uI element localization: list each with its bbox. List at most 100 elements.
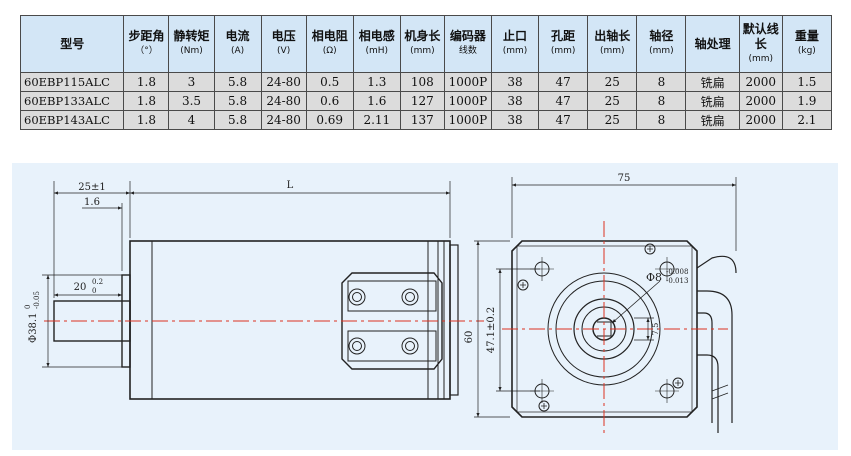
column-header: 轴处理 (685, 15, 740, 73)
table-cell: 2000 (738, 91, 783, 111)
side-view-labels: 25±1 1.6 L 20 0.2 0 Φ38.1 0 -0.05 (24, 180, 294, 343)
table-cell: 1.8 (123, 91, 170, 111)
table-cell: 铣扁 (685, 110, 740, 130)
column-header: 相电阻(Ω) (305, 15, 354, 73)
column-header-unit: (A) (230, 46, 245, 56)
dim-flat-length: 20 (74, 282, 87, 293)
column-header: 步距角 （°） (123, 15, 170, 73)
table-cell: 24-80 (260, 91, 307, 111)
table-cell: 38 (490, 110, 540, 130)
column-header-label: 机身长 (404, 29, 441, 43)
front-view-labels: 75 60 47.1±0.2 Φ8 -0.008 -0.013 7.5 (464, 173, 688, 353)
table-cell: 25 (587, 91, 638, 111)
dim-flat-tol-lower: 0 (92, 287, 96, 295)
column-header-label: 出轴长 (594, 29, 631, 43)
column-header: 重量 (kg) (781, 15, 833, 73)
column-header: 电流(A) (213, 15, 262, 73)
column-header-label: 默认线长 (742, 21, 779, 51)
dim-shaft-tol-upper: -0.008 (666, 268, 688, 276)
table-cell: 1.6 (352, 91, 401, 111)
table-cell: 1.9 (781, 91, 833, 111)
column-header: 静转矩 (Nm) (168, 15, 215, 73)
column-header-unit: (Ω) (322, 46, 337, 56)
front-flange (511, 240, 698, 418)
table-cell: 137 (399, 110, 445, 130)
column-header: 相电感 (mH) (352, 15, 401, 73)
column-header-label: 静转矩 (173, 29, 210, 43)
table-cell: 3.5 (168, 91, 215, 111)
column-header-unit: (kg) (797, 46, 816, 56)
motor-drawing-svg: 25±1 1.6 L 20 0.2 0 Φ38.1 0 -0.05 (24, 173, 737, 435)
column-header-label: 步距角 (128, 29, 165, 43)
column-header: 止口 (mm) (490, 15, 540, 73)
dim-height: 60 (464, 331, 475, 344)
table-cell: 5.8 (213, 72, 262, 92)
column-header: 编码器线数 (443, 15, 492, 73)
table-cell: 2000 (738, 110, 783, 130)
table-cell: 5.8 (213, 91, 262, 111)
table-header-row: 型号 步距角 （°） 静转矩 (Nm) 电流(A) 电压 (V) 相电阻(Ω) 相电感 (mH) 机身… (19, 15, 833, 73)
table-cell: 1000P (443, 91, 492, 111)
column-header-unit: (mm) (748, 53, 773, 64)
column-header-label: 重量 (794, 29, 819, 43)
table-cell: 3 (168, 72, 215, 92)
table-cell: 25 (587, 110, 638, 130)
column-header-label: 止口 (503, 29, 528, 43)
table-cell: 1000P (443, 110, 492, 130)
table-cell: 铣扁 (685, 72, 740, 92)
table-cell: 1.8 (123, 72, 170, 92)
spec-table: 型号 步距角 （°） 静转矩 (Nm) 电流(A) 电压 (V) 相电阻(Ω) 相电感 (mH) 机身… (19, 15, 833, 130)
table-cell: 1.3 (352, 72, 401, 92)
dim-pilot-dia: Φ38.1 (28, 313, 39, 343)
column-header-unit: 线数 (458, 46, 477, 56)
column-header-unit: （°） (135, 46, 158, 56)
column-header-label: 孔距 (551, 29, 576, 43)
column-header-label: 电压 (271, 29, 296, 43)
table-cell: 1.8 (123, 110, 170, 130)
table-cell: 8 (636, 91, 687, 111)
column-header-label: 型号 (60, 36, 85, 51)
dim-shaft-total: 25±1 (78, 182, 105, 193)
table-cell: 47 (538, 91, 589, 111)
table-cell: 8 (636, 110, 687, 130)
table-cell: 2000 (738, 72, 783, 92)
column-header-unit: (mm) (649, 46, 674, 56)
table-cell: 1000P (443, 72, 492, 92)
table-cell: 5.8 (213, 110, 262, 130)
dim-shaft-tol-lower: -0.013 (666, 277, 688, 285)
column-header: 电压 (V) (260, 15, 307, 73)
cable (697, 290, 733, 423)
column-header-unit: (mH) (365, 46, 389, 56)
column-header-label: 轴处理 (694, 36, 731, 51)
screw-plus-icons (517, 243, 684, 412)
table-cell: 4 (168, 110, 215, 130)
mounting-hole-icons (530, 257, 679, 403)
table-cell: 2.1 (781, 110, 833, 130)
model-cell: 60EBP143ALC (19, 110, 125, 130)
dim-pilot-tol-upper: 0 (24, 305, 32, 309)
table-cell: 8 (636, 72, 687, 92)
column-header-label: 相电感 (358, 29, 395, 43)
column-header: 出轴长 (mm) (587, 15, 638, 73)
column-header-unit: (mm) (410, 46, 435, 56)
column-header: 机身长 (mm) (399, 15, 445, 73)
column-header-unit: (Nm) (180, 46, 203, 56)
table-cell: 0.5 (305, 72, 354, 92)
column-header-label: 轴径 (649, 29, 674, 43)
column-header: 孔距 (mm) (538, 15, 589, 73)
column-header-unit: (mm) (550, 46, 576, 56)
dimension-drawing: 25±1 1.6 L 20 0.2 0 Φ38.1 0 -0.05 (12, 163, 838, 450)
column-header-unit: (mm) (502, 46, 528, 56)
column-header-unit: (mm) (599, 46, 625, 56)
column-header-unit: (V) (277, 46, 291, 56)
table-cell: 38 (490, 72, 540, 92)
column-header: 默认线长 (mm) (738, 15, 783, 73)
table-cell: 127 (399, 91, 445, 111)
dim-shaft-dia: Φ8 (646, 271, 662, 284)
table-cell: 0.69 (305, 110, 354, 130)
dim-width: 75 (618, 173, 631, 184)
table-cell: 铣扁 (685, 91, 740, 111)
